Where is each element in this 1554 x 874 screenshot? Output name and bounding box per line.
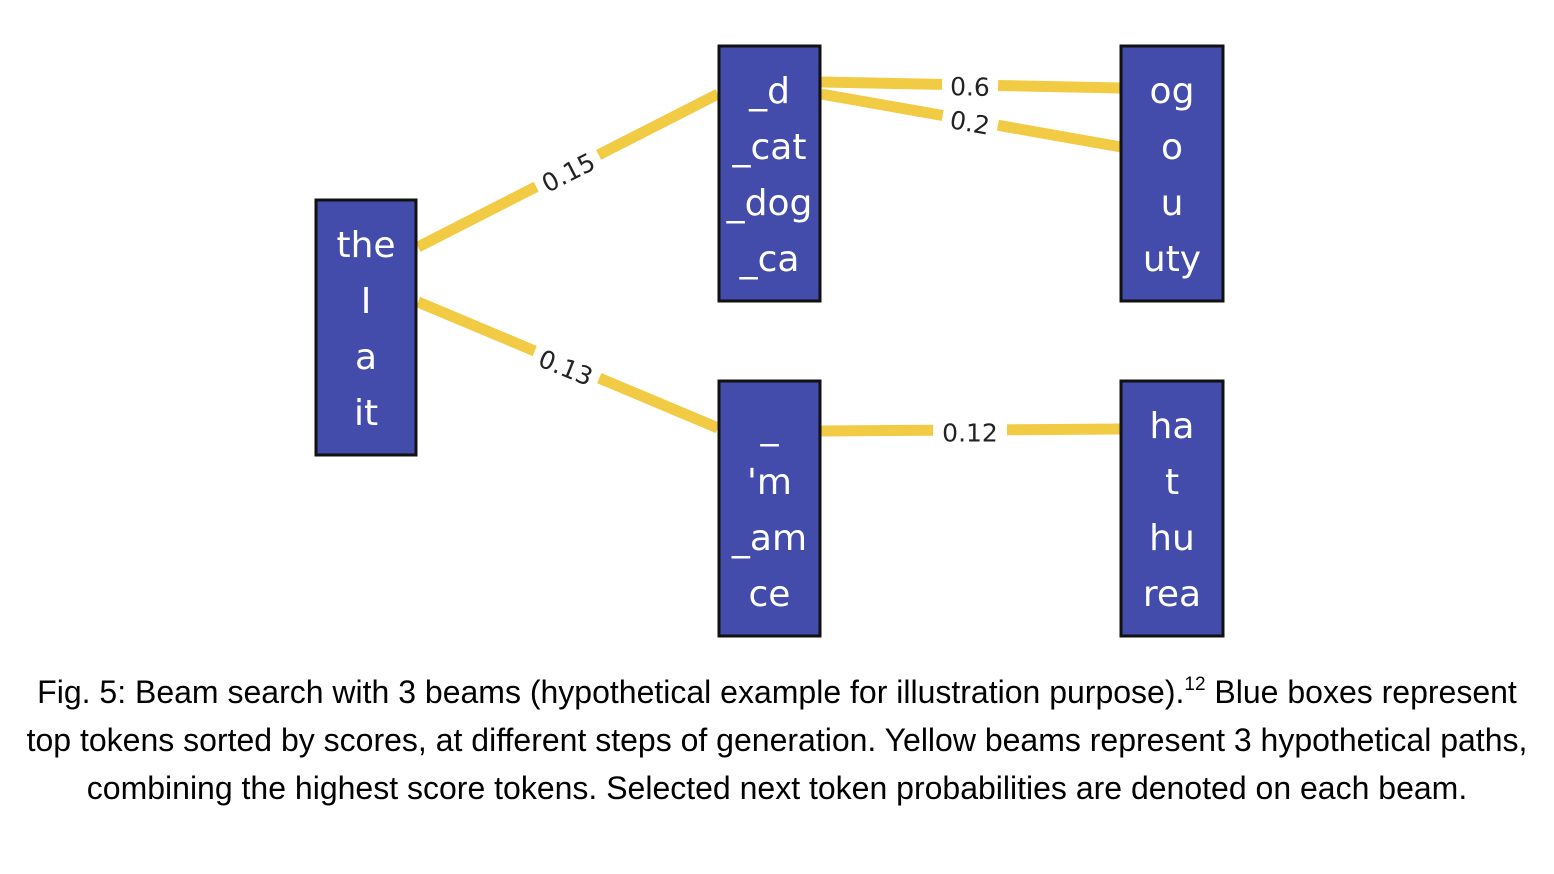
token-text: t — [1165, 462, 1179, 503]
token-text: _ — [760, 406, 780, 447]
token-text: _cat — [732, 127, 807, 168]
beams-layer: 0.15 0.13 0.60.2 0.12 — [415, 70, 1122, 448]
beam-step1a-to-step2a: 0.2 — [820, 88, 1122, 153]
beam-label-group: 0.15 — [530, 142, 606, 202]
beam-label-background — [933, 417, 1007, 447]
token-box-step2b: ha t hu rea — [1119, 379, 1225, 638]
token-text: it — [354, 393, 378, 434]
caption-prefix: Fig. 5: Beam search with 3 beams (hypoth… — [37, 674, 1185, 710]
token-text: o — [1161, 127, 1183, 168]
beam-step1a-to-step2a: 0.6 — [820, 70, 1122, 102]
token-text: a — [355, 337, 377, 378]
beam-label-background — [941, 70, 999, 102]
beam-label-group: 0.2 — [939, 102, 1001, 142]
token-text: _ca — [739, 239, 800, 280]
token-text: _d — [748, 71, 790, 112]
beam-label-background — [939, 102, 1001, 142]
token-text: hu — [1149, 518, 1195, 559]
token-box-rect — [1119, 379, 1225, 638]
beam-step0-to-step1b: 0.13 — [415, 296, 721, 434]
token-text: ce — [749, 574, 791, 615]
token-text: rea — [1143, 574, 1201, 615]
beam-probability-label: 0.12 — [942, 419, 998, 448]
token-text: I — [361, 281, 372, 322]
beam-label-background — [527, 339, 605, 395]
token-text: _am — [731, 518, 807, 559]
token-box-rect — [314, 198, 418, 457]
token-text: uty — [1143, 239, 1201, 280]
figure-caption: Fig. 5: Beam search with 3 beams (hypoth… — [20, 668, 1534, 812]
caption-text: Blue boxes represent top tokens sorted b… — [26, 674, 1528, 806]
token-text: 'm — [747, 462, 792, 503]
beam-label-group: 0.13 — [527, 339, 605, 395]
beam-step0-to-step1a: 0.15 — [415, 89, 721, 252]
token-box-step2a: og ou uty — [1119, 44, 1225, 303]
beam-label-group: 0.6 — [941, 70, 999, 102]
token-box-step1a: _d _cat _dog _ca — [717, 44, 822, 303]
beam-step1b-to-step2b: 0.12 — [820, 417, 1122, 448]
token-box-rect — [717, 44, 822, 303]
token-text: u — [1161, 183, 1184, 224]
token-text: ha — [1150, 406, 1195, 447]
token-box-rect — [717, 379, 822, 638]
token-text: the — [336, 225, 395, 266]
token-box-rect — [1119, 44, 1225, 303]
token-text: og — [1150, 71, 1195, 112]
caption-footnote-ref: 12 — [1184, 674, 1206, 695]
beam-label-group: 0.12 — [933, 417, 1007, 448]
beam-label-background — [530, 142, 606, 202]
token-text: _dog — [726, 183, 813, 224]
beam-probability-label: 0.2 — [948, 105, 992, 140]
beam-probability-label: 0.6 — [950, 72, 990, 102]
